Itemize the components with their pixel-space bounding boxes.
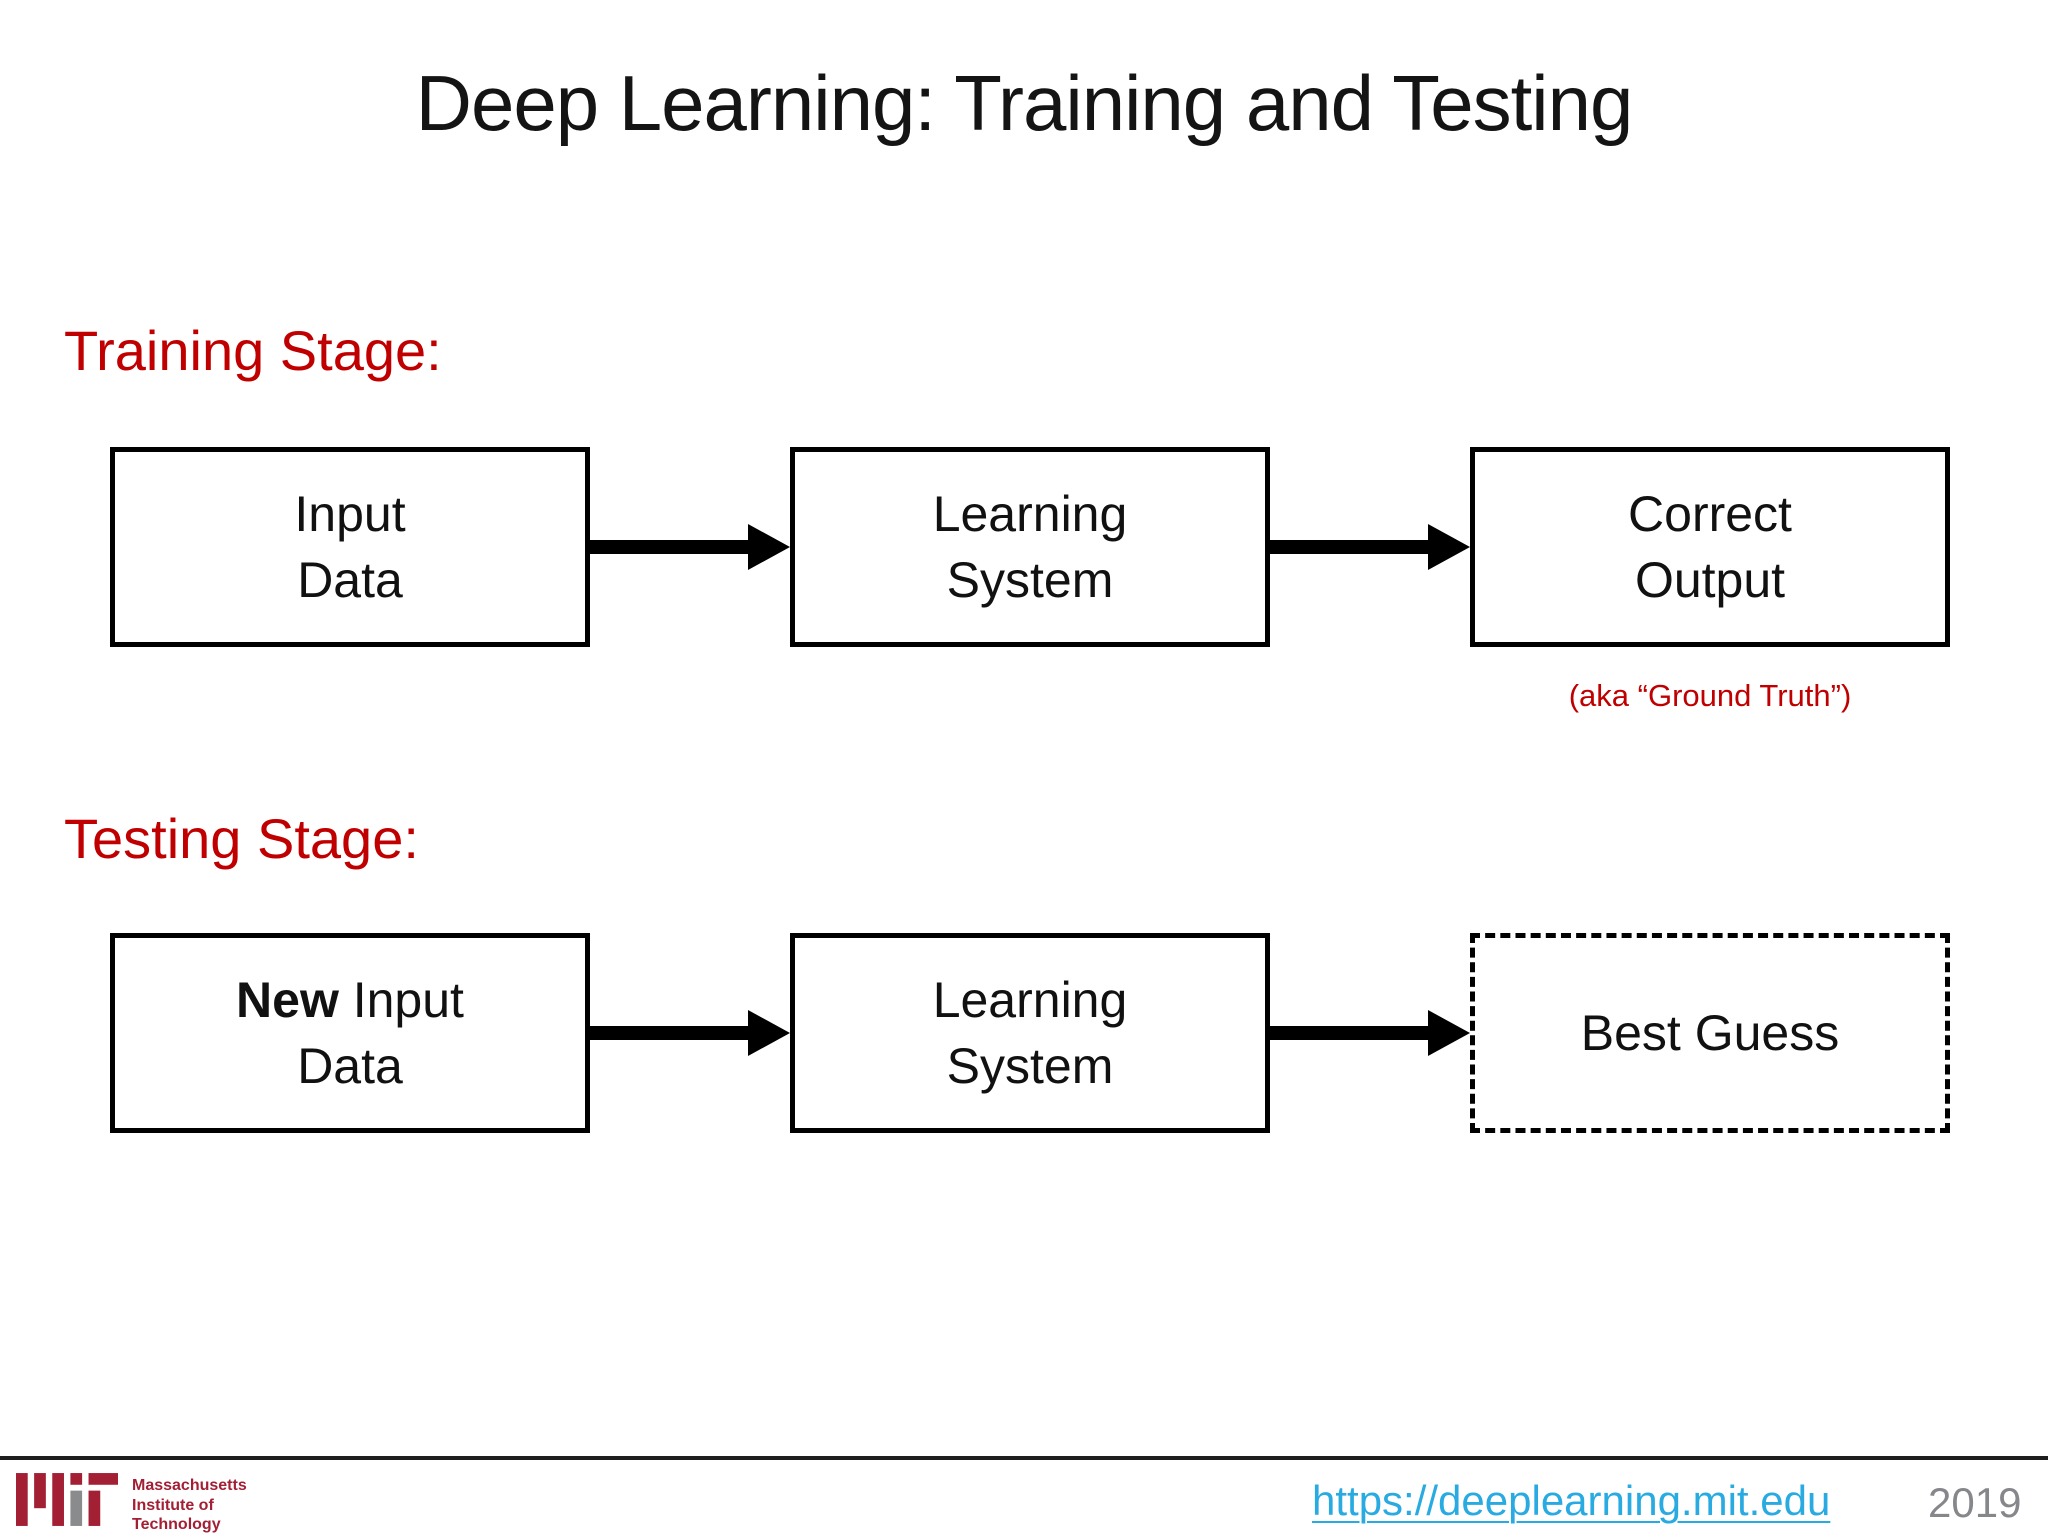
box-line: Data xyxy=(297,552,403,608)
mit-wordmark-line: Technology xyxy=(132,1516,221,1534)
box-line: Best Guess xyxy=(1580,1005,1840,1061)
box-line: Data xyxy=(297,1038,403,1094)
box-line: Correct xyxy=(1628,486,1792,542)
box-input-data: Input Data xyxy=(110,447,590,647)
box-correct-output: Correct Output xyxy=(1470,447,1950,647)
box-best-guess: Best Guess xyxy=(1470,933,1950,1133)
box-line-rest: Input xyxy=(338,972,464,1028)
footer-divider xyxy=(0,1456,2048,1460)
box-line: System xyxy=(946,1038,1114,1094)
mit-wordmark-line: Institute of xyxy=(132,1496,214,1514)
footer-year: 2019 xyxy=(1928,1479,2022,1526)
ground-truth-note: (aka “Ground Truth”) xyxy=(1568,678,1852,713)
box-line: Input xyxy=(294,486,406,542)
box-line: Learning xyxy=(932,972,1128,1028)
mit-wordmark: Massachusetts Institute of Technology xyxy=(132,1476,247,1535)
mit-logo-icon xyxy=(16,1473,118,1526)
box-line: System xyxy=(946,552,1114,608)
deeplearning-url-link[interactable]: https://deeplearning.mit.edu xyxy=(1312,1477,1831,1524)
mit-wordmark-line: Massachusetts xyxy=(132,1477,247,1494)
box-learning-system-testing: Learning System xyxy=(790,933,1270,1133)
box-line: New Input xyxy=(236,967,464,1033)
flow-arrow-icon xyxy=(590,524,790,570)
box-new-input-data: New Input Data xyxy=(110,933,590,1133)
flow-arrow-icon xyxy=(590,1010,790,1056)
flow-arrow-icon xyxy=(1270,524,1470,570)
training-stage-label: Training Stage: xyxy=(64,319,442,382)
flow-arrow-icon xyxy=(1270,1010,1470,1056)
box-line: Output xyxy=(1634,552,1786,608)
slide-title: Deep Learning: Training and Testing xyxy=(415,59,1634,147)
box-learning-system-training: Learning System xyxy=(790,447,1270,647)
box-line: Learning xyxy=(932,486,1128,542)
testing-stage-label: Testing Stage: xyxy=(64,807,419,870)
bold-new-text: New xyxy=(236,972,339,1028)
